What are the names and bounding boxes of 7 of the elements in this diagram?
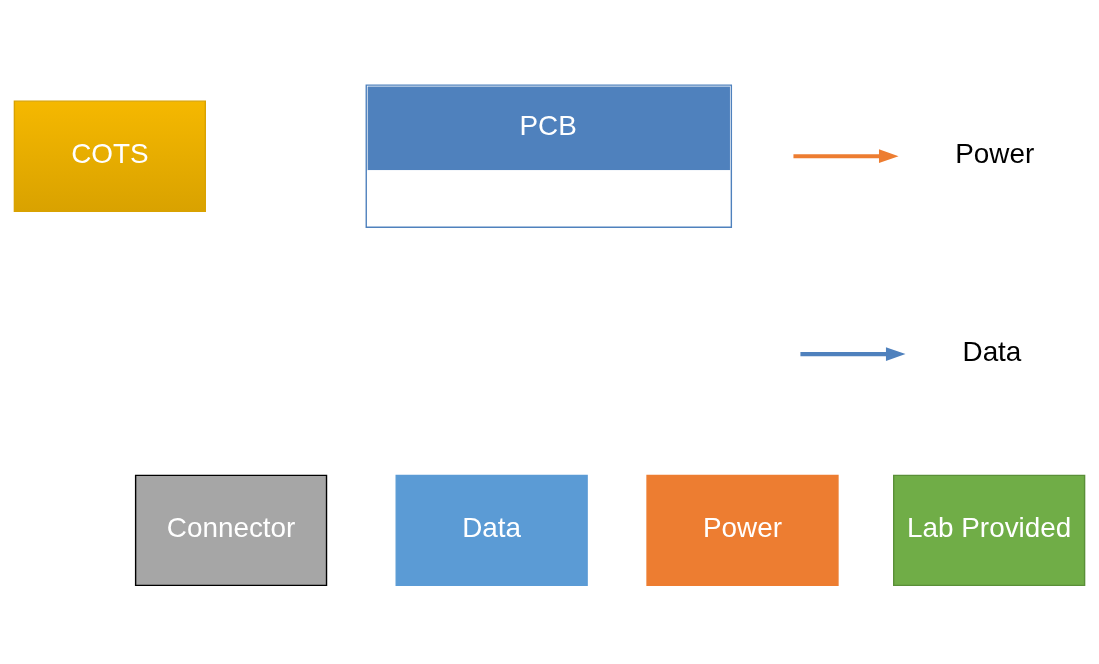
node-box: Power xyxy=(646,474,839,586)
node-box: Lab Provided xyxy=(893,474,1086,586)
legend-label: Power xyxy=(955,137,1035,169)
node-box: Connector xyxy=(134,474,328,586)
node-box: COTS xyxy=(13,99,206,212)
node-box: Data xyxy=(395,474,588,586)
legend-label: Data xyxy=(962,335,1022,367)
